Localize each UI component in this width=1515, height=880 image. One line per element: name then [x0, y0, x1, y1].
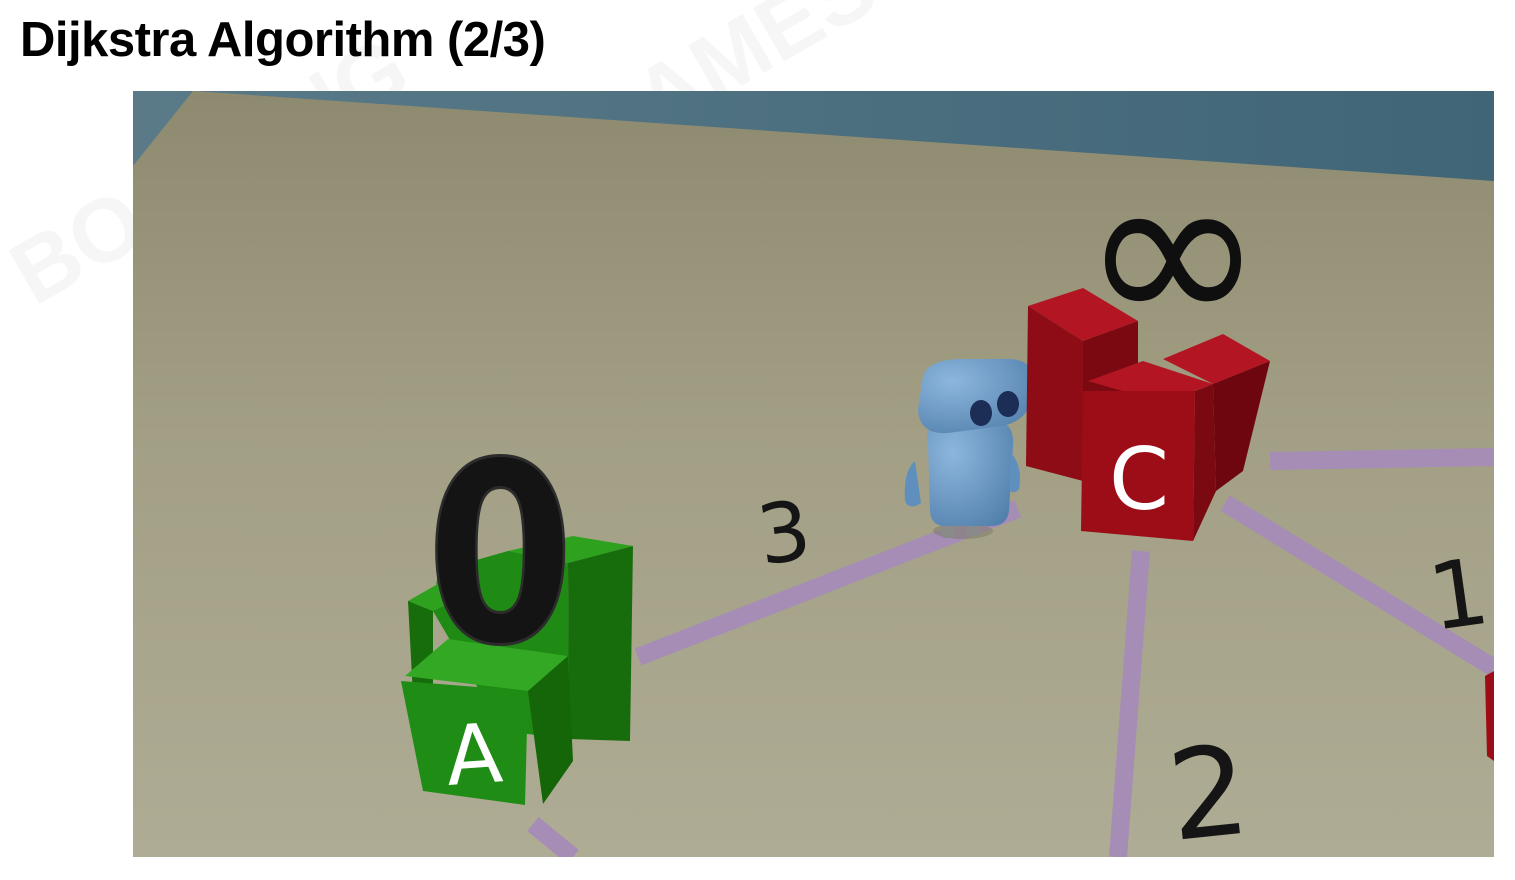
slide-title: Dijkstra Algorithm (2/3)	[20, 13, 546, 67]
robot-eye-right	[997, 391, 1019, 417]
node-a-distance: 0	[426, 409, 574, 700]
node-offscreen-right	[1485, 671, 1494, 761]
edge-weight-c-right: 1	[1422, 538, 1494, 652]
scene-canvas: A 0 C ∞	[133, 91, 1494, 857]
edge-c-far	[1269, 448, 1494, 470]
scene-render: A 0 C ∞	[133, 91, 1494, 857]
edge-weight-c-down: 2	[1162, 719, 1256, 857]
robot-agent	[904, 359, 1034, 539]
node-c-label: C	[1109, 430, 1169, 530]
edge-c-right	[1220, 495, 1494, 676]
node-c: C ∞	[1026, 122, 1270, 541]
floor	[133, 91, 1494, 857]
node-c-face	[1081, 391, 1195, 541]
node-a-label: A	[443, 706, 506, 805]
node-c-distance: ∞	[1081, 122, 1264, 378]
node-a-face	[401, 681, 528, 805]
edge-a-down	[527, 817, 579, 857]
edge-c-down	[1109, 550, 1150, 857]
robot-eye-left	[970, 400, 992, 426]
node-a: A 0	[401, 408, 633, 805]
